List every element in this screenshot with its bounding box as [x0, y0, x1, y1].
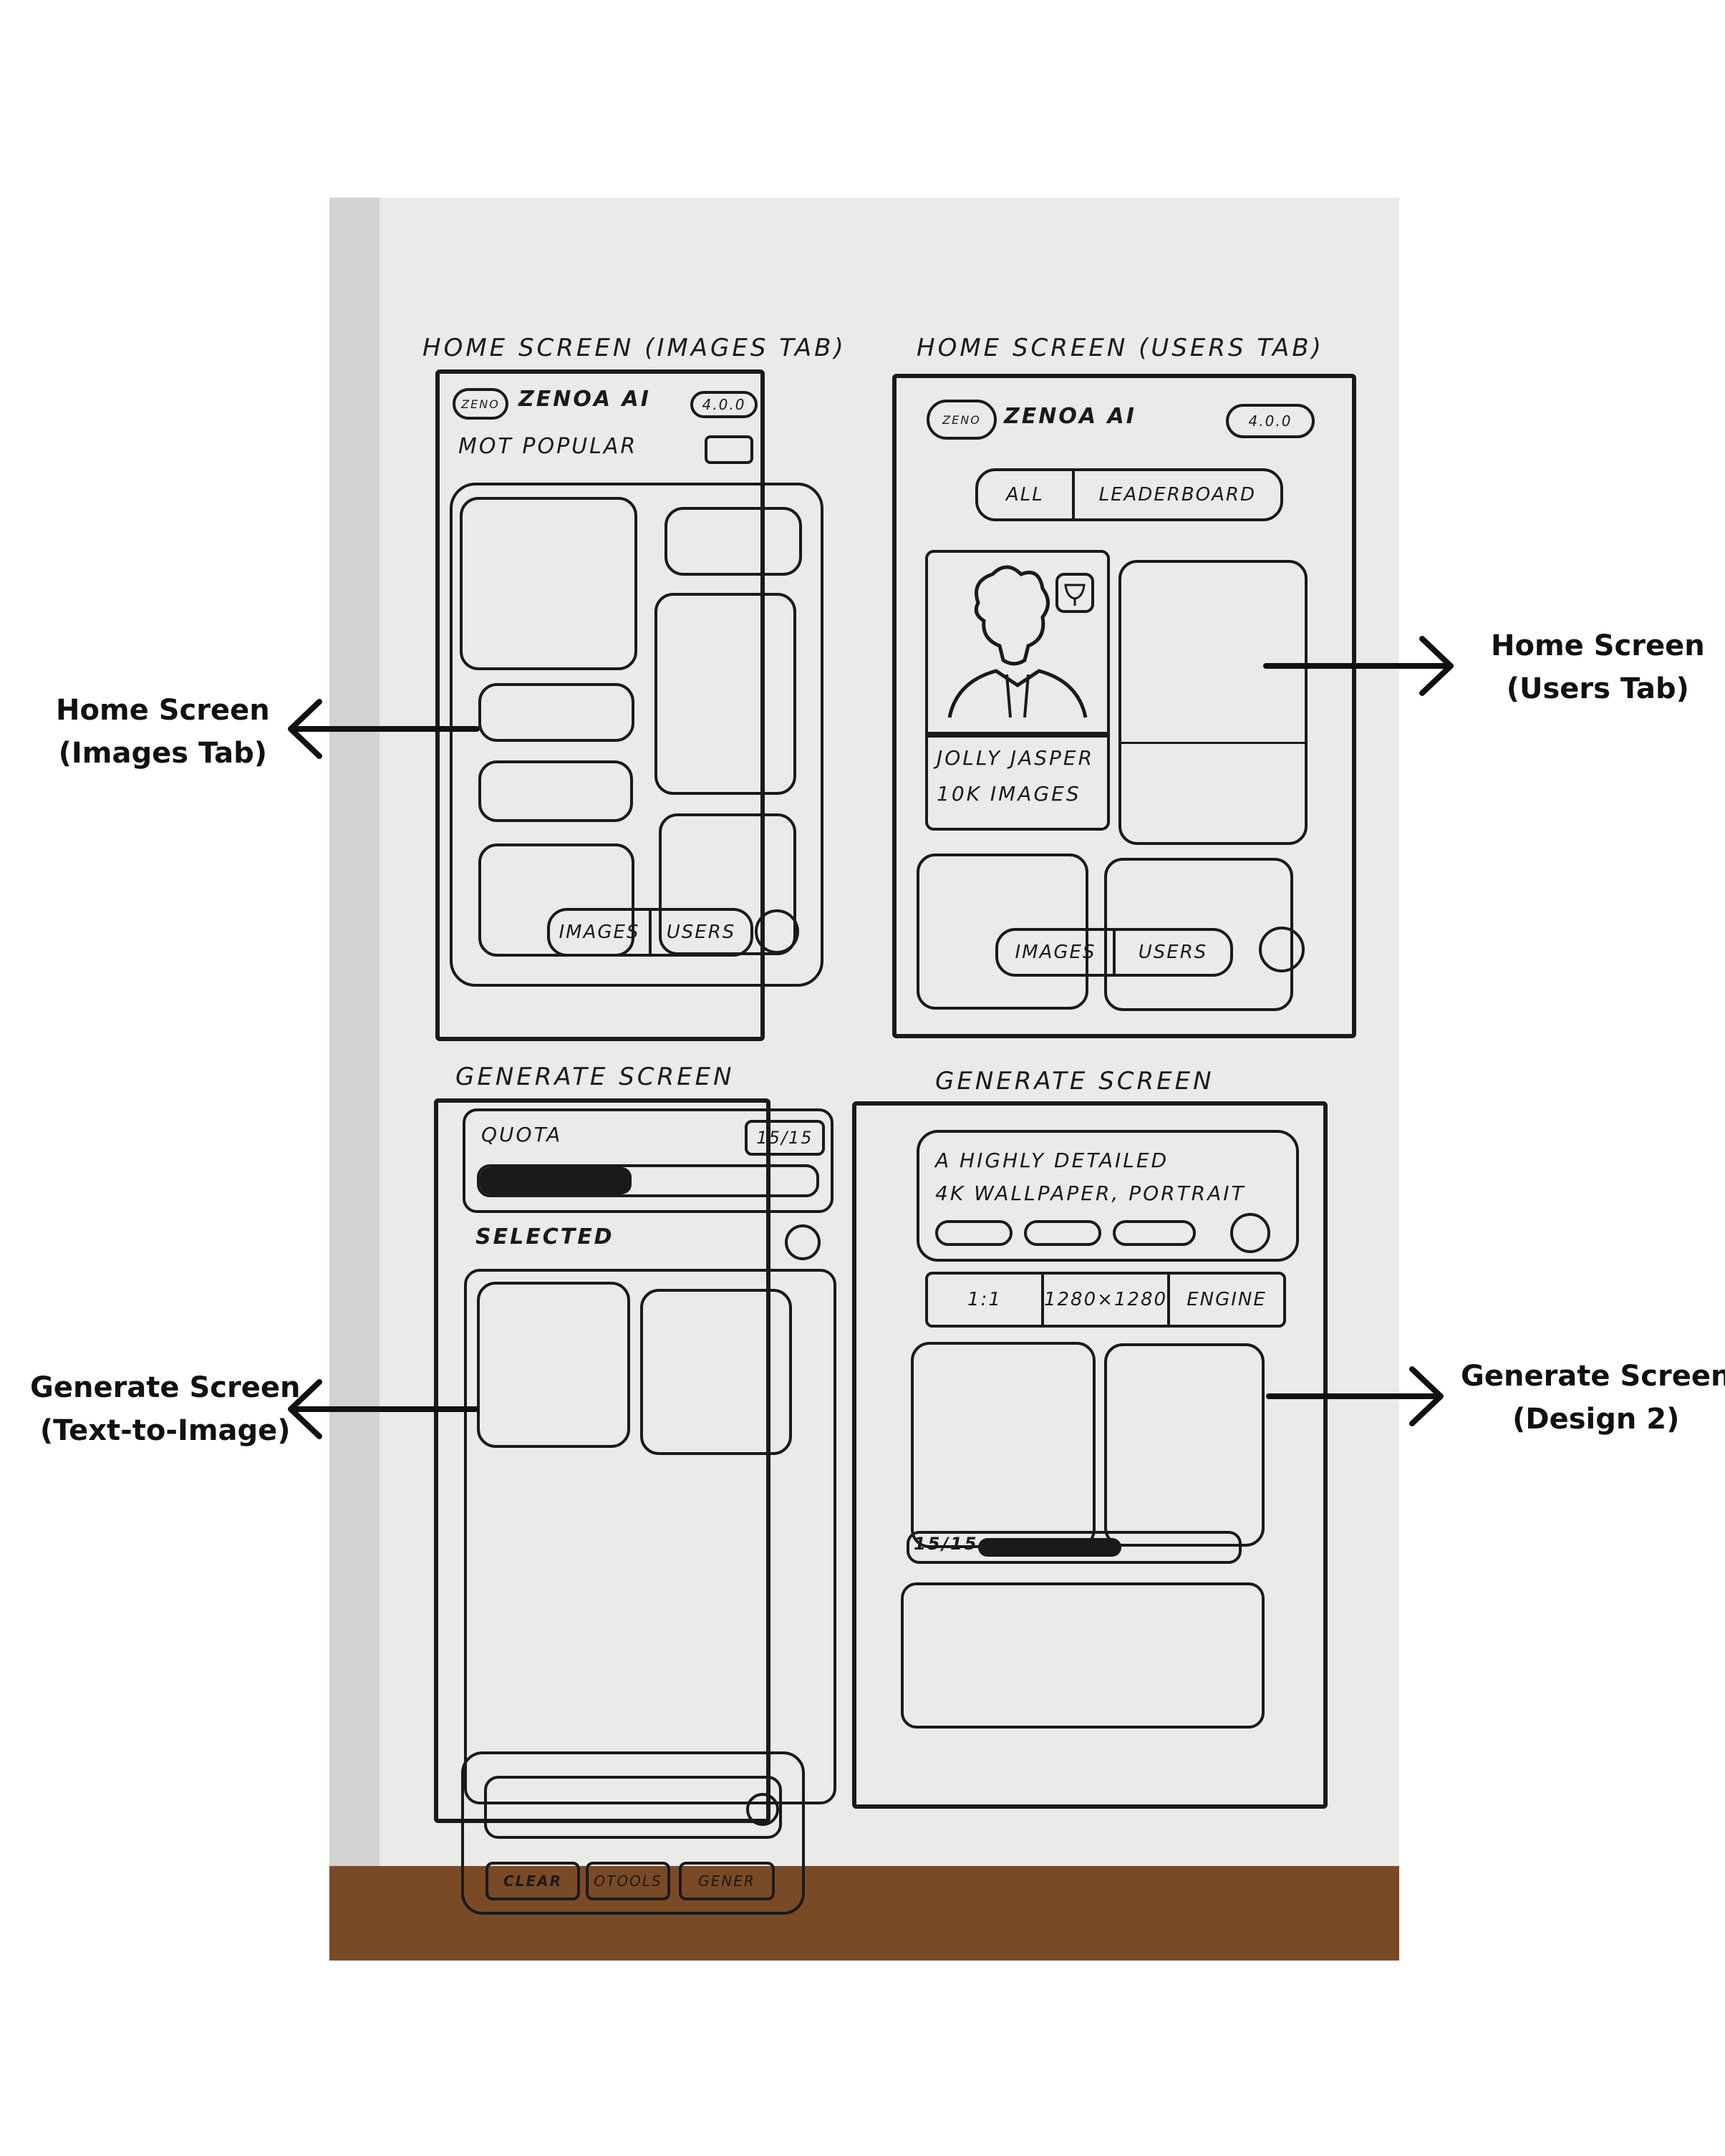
- annot-gen-design2: Generate Screen (Design 2): [1461, 1360, 1725, 1436]
- paper-sheet: [329, 198, 1399, 1866]
- prompt-line-2: 4K WALLPAPER, PORTRAIT: [935, 1181, 1246, 1205]
- users-toggle: ALL LEADERBOARD: [975, 468, 1283, 521]
- nav-users-tab[interactable]: USERS: [649, 911, 750, 954]
- user-image-count: 10K IMAGES: [937, 782, 1081, 806]
- user-card[interactable]: JOLLY JASPER 10K IMAGES: [925, 550, 1110, 831]
- prompt-chip[interactable]: [935, 1220, 1013, 1246]
- generate-fab-icon[interactable]: [1259, 927, 1305, 972]
- app-name: ZENOA AI: [1004, 404, 1136, 429]
- frame-generate-design2: A HIGHLY DETAILED 4K WALLPAPER, PORTRAIT…: [852, 1101, 1328, 1809]
- logo-badge: ZENO: [927, 400, 997, 440]
- heading-generate: GENERATE SCREEN: [455, 1063, 735, 1091]
- prompt-card[interactable]: A HIGHLY DETAILED 4K WALLPAPER, PORTRAIT: [917, 1130, 1299, 1262]
- frame-home-users: ZENO ZENOA AI 4.0.0 ALL LEADERBOARD JOLL…: [892, 374, 1356, 1038]
- quota-label: QUOTA: [481, 1123, 563, 1146]
- toggle-all[interactable]: ALL: [1005, 484, 1044, 506]
- options-bar: 1:1 1280×1280 ENGINE: [925, 1272, 1286, 1328]
- option-ratio[interactable]: 1:1: [967, 1289, 1002, 1310]
- clock-icon[interactable]: [746, 1793, 779, 1826]
- bottom-nav: IMAGES USERS: [995, 928, 1233, 977]
- image-card[interactable]: [478, 760, 633, 822]
- section-title: MOT POPULAR: [458, 434, 638, 459]
- quota-bar-fill: [480, 1167, 632, 1194]
- arrow-gen-text: [288, 1379, 478, 1439]
- app-name: ZENOA AI: [518, 387, 651, 412]
- clear-button[interactable]: CLEAR: [485, 1862, 580, 1900]
- nav-images-tab[interactable]: IMAGES: [1015, 942, 1096, 963]
- option-engine[interactable]: ENGINE: [1167, 1275, 1283, 1325]
- image-card[interactable]: [665, 507, 802, 576]
- arrow-right-icon[interactable]: [785, 1224, 821, 1260]
- generate-icon[interactable]: [1230, 1213, 1270, 1253]
- heading-generate-2: GENERATE SCREEN: [935, 1067, 1214, 1096]
- quota-panel: QUOTA 15/15: [463, 1108, 833, 1213]
- arrow-home-users: [1263, 636, 1454, 696]
- generate-button[interactable]: GENER: [679, 1862, 775, 1900]
- annot-home-images: Home Screen (Images Tab): [56, 694, 270, 770]
- selected-label: SELECTED: [475, 1224, 614, 1249]
- annot-home-users: Home Screen (Users Tab): [1491, 629, 1705, 705]
- sketch-photo: HOME SCREEN (IMAGES TAB) ZENO ZENOA AI 4…: [329, 198, 1399, 1961]
- prompt-chip[interactable]: [1113, 1220, 1196, 1246]
- user-card[interactable]: [917, 854, 1088, 1010]
- generated-images-panel: [464, 1269, 836, 1804]
- quota-bar-fill: [978, 1538, 1122, 1557]
- results-panel: [901, 1582, 1265, 1729]
- annot-gen-text: Generate Screen (Text-to-Image): [30, 1371, 301, 1447]
- card-divider: [1121, 742, 1305, 744]
- user-name: JOLLY JASPER: [937, 746, 1095, 770]
- image-grid-container: [450, 483, 823, 987]
- nav-users-tab[interactable]: USERS: [1113, 931, 1230, 974]
- tools-button[interactable]: OTOOLS: [586, 1862, 670, 1900]
- frame-generate-text: QUOTA 15/15 SELECTED CLEAR OTOOLS GENER: [434, 1098, 836, 1915]
- user-card[interactable]: [1118, 560, 1308, 845]
- image-card[interactable]: [478, 683, 634, 742]
- generated-image[interactable]: [477, 1282, 630, 1448]
- prompt-line-1: A HIGHLY DETAILED: [935, 1149, 1169, 1172]
- quota-count: 15/15: [914, 1534, 979, 1554]
- credit-badge: 4.0.0: [1226, 404, 1315, 438]
- arrow-home-images: [288, 699, 480, 759]
- generate-fab-icon[interactable]: [755, 909, 799, 954]
- logo-badge: ZENO: [453, 388, 508, 420]
- prompt-chip[interactable]: [1024, 1220, 1101, 1246]
- prompt-panel: CLEAR OTOOLS GENER: [461, 1751, 805, 1915]
- heading-home-images: HOME SCREEN (IMAGES TAB): [422, 334, 846, 362]
- image-card[interactable]: [654, 593, 796, 795]
- avatar-sketch-icon: [947, 565, 1094, 718]
- generated-image[interactable]: [640, 1289, 792, 1455]
- generated-image[interactable]: [1104, 1343, 1265, 1547]
- prompt-input[interactable]: [484, 1776, 782, 1839]
- image-card[interactable]: [460, 497, 637, 670]
- paper-edge: [329, 198, 380, 1866]
- credit-badge: 4.0.0: [690, 391, 758, 418]
- quota-bar: 15/15: [907, 1531, 1242, 1564]
- arrow-gen-design2: [1266, 1366, 1444, 1426]
- bottom-nav: IMAGES USERS: [547, 908, 753, 957]
- option-size[interactable]: 1280×1280: [1040, 1275, 1167, 1325]
- quota-count: 15/15: [745, 1120, 825, 1156]
- nav-images-tab[interactable]: IMAGES: [559, 922, 640, 943]
- grid-toggle-icon[interactable]: [705, 435, 753, 464]
- frame-home-images: ZENO ZENOA AI 4.0.0 MOT POPULAR IMAGES U…: [435, 369, 823, 1041]
- quota-bar: [477, 1164, 819, 1197]
- toggle-leaderboard[interactable]: LEADERBOARD: [1071, 471, 1280, 518]
- heading-home-users: HOME SCREEN (USERS TAB): [917, 334, 1324, 362]
- user-avatar: [928, 553, 1107, 738]
- image-card[interactable]: [478, 843, 634, 957]
